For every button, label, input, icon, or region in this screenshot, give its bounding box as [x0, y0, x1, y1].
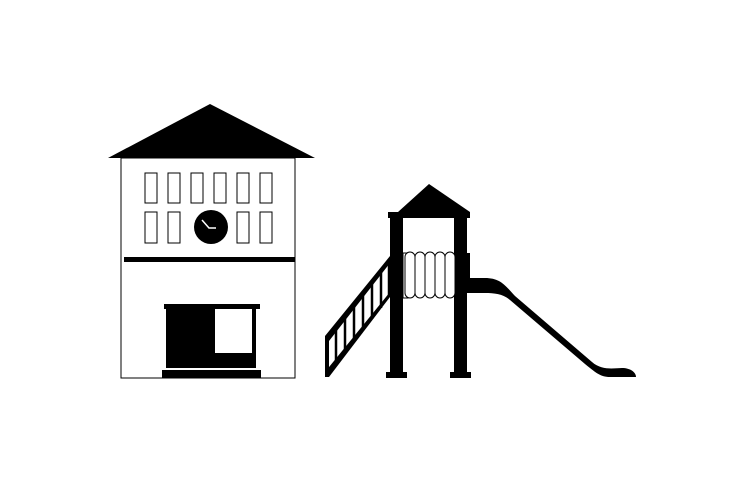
playground-slide	[325, 184, 636, 378]
floor-band	[124, 257, 295, 262]
windows-lower	[144, 211, 273, 244]
tower-roof	[388, 184, 470, 218]
tube-rings	[402, 251, 456, 299]
windows-upper	[144, 172, 273, 204]
building-roof	[108, 104, 315, 158]
school-building	[108, 104, 315, 379]
clock-icon	[194, 210, 228, 244]
post-left	[390, 217, 403, 375]
entrance	[162, 304, 261, 378]
stairs	[325, 256, 391, 377]
slide	[469, 278, 636, 377]
post-right	[454, 217, 467, 375]
